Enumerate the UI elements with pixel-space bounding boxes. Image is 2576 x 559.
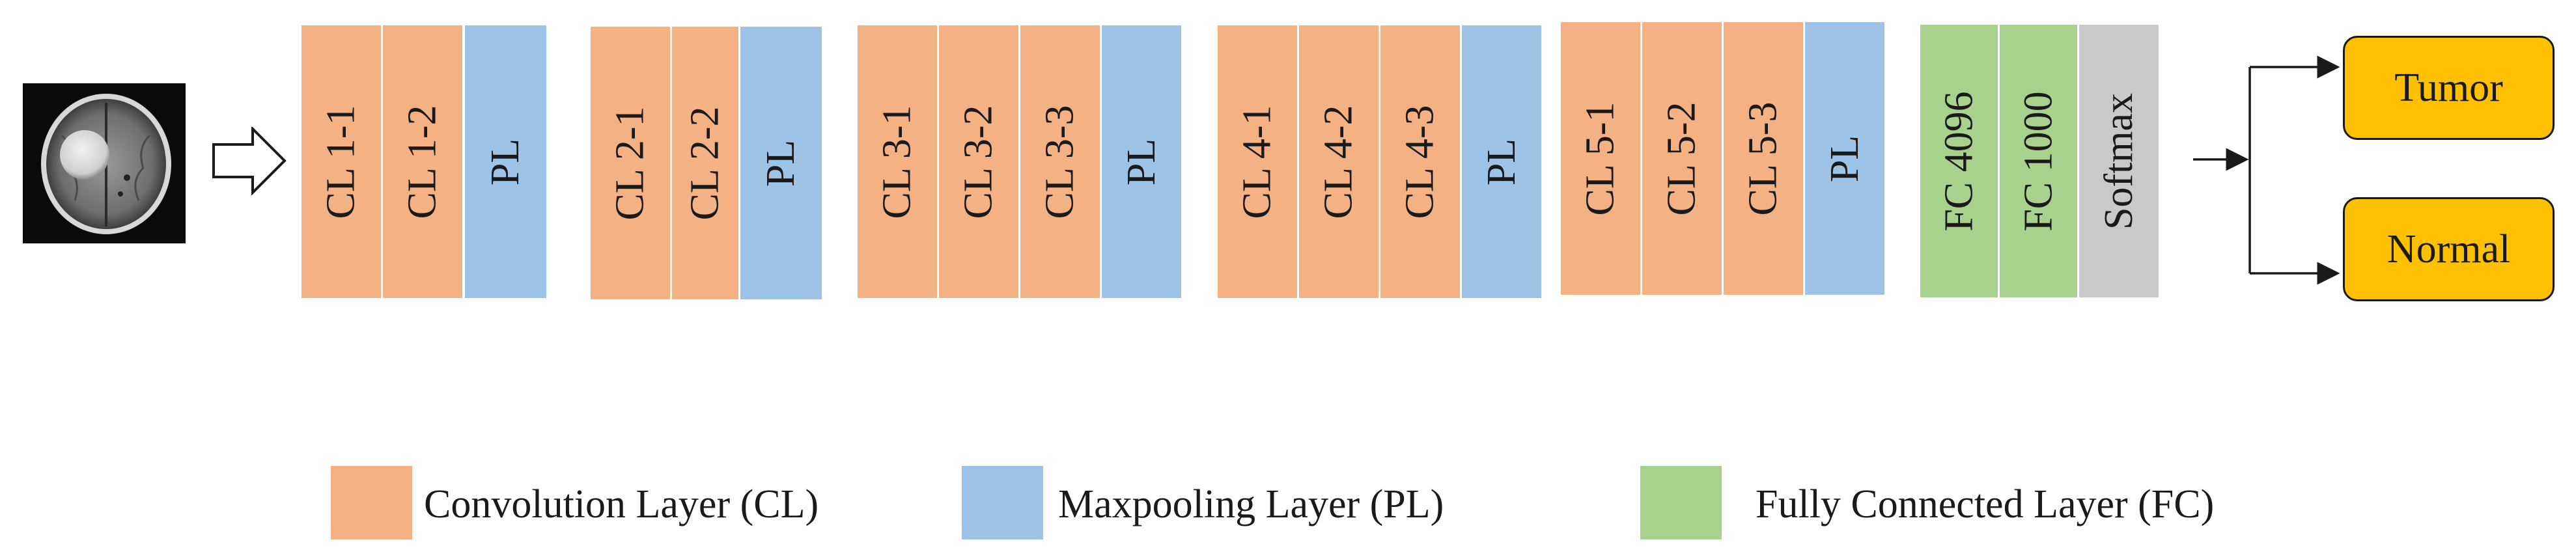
output-tumor: Tumor bbox=[2343, 36, 2555, 140]
pool-layer-5: PL bbox=[1805, 22, 1884, 295]
pool-layer-4: PL bbox=[1462, 25, 1541, 298]
layer-label: PL bbox=[483, 138, 528, 185]
pool-layer-3: PL bbox=[1102, 25, 1181, 298]
conv-layer-1-2: CL 1-2 bbox=[383, 25, 462, 298]
layer-label: CL 4-2 bbox=[1317, 104, 1362, 219]
layer-label: CL 2-1 bbox=[608, 105, 653, 221]
legend-fc-swatch bbox=[1640, 466, 1722, 539]
softmax-layer: Softmax bbox=[2079, 25, 2159, 297]
layer-label: CL 3-1 bbox=[875, 104, 920, 219]
layer-label: PL bbox=[1822, 135, 1867, 182]
layer-label: CL 3-2 bbox=[957, 104, 1001, 219]
conv-layer-1-1: CL 1-1 bbox=[301, 25, 381, 298]
legend-pool-label: Maxpooling Layer (PL) bbox=[1058, 482, 1444, 526]
conv-layer-4-2: CL 4-2 bbox=[1299, 25, 1379, 298]
conv-layer-2-1: CL 2-1 bbox=[591, 27, 670, 299]
fc-layer-4096: FC 4096 bbox=[1920, 25, 1998, 297]
conv-layer-2-2: CL 2-2 bbox=[672, 27, 738, 299]
input-arrow-icon bbox=[212, 127, 287, 195]
layer-label: FC 4096 bbox=[1937, 90, 1981, 232]
layer-label: PL bbox=[759, 139, 804, 187]
conv-layer-5-1: CL 5-1 bbox=[1561, 22, 1640, 295]
layer-label: CL 1-2 bbox=[400, 104, 445, 219]
conv-layer-3-2: CL 3-2 bbox=[939, 25, 1018, 298]
fc-layer-1000: FC 1000 bbox=[2000, 25, 2077, 297]
conv-layer-5-3: CL 5-3 bbox=[1724, 22, 1803, 295]
legend-conv-swatch bbox=[331, 466, 412, 539]
legend-conv-label: Convolution Layer (CL) bbox=[424, 482, 819, 526]
conv-layer-4-1: CL 4-1 bbox=[1218, 25, 1297, 298]
layer-label: FC 1000 bbox=[2016, 90, 2061, 232]
layer-label: CL 5-2 bbox=[1660, 101, 1705, 216]
output-normal: Normal bbox=[2343, 197, 2555, 301]
layer-label: CL 4-1 bbox=[1235, 104, 1280, 219]
pool-layer-2: PL bbox=[740, 27, 822, 299]
conv-layer-5-2: CL 5-2 bbox=[1642, 22, 1722, 295]
input-mri-image bbox=[23, 83, 186, 243]
layer-label: PL bbox=[1479, 138, 1524, 185]
layer-label: CL 2-2 bbox=[683, 105, 728, 221]
conv-layer-4-3: CL 4-3 bbox=[1380, 25, 1460, 298]
legend-pool-swatch bbox=[962, 466, 1043, 539]
layer-label: CL 3-3 bbox=[1038, 104, 1083, 219]
conv-layer-3-3: CL 3-3 bbox=[1020, 25, 1100, 298]
layer-label: Softmax bbox=[2097, 92, 2142, 230]
layer-label: PL bbox=[1119, 138, 1164, 185]
layer-label: CL 5-1 bbox=[1578, 101, 1623, 216]
layer-label: CL 1-1 bbox=[319, 104, 364, 219]
layer-label: CL 5-3 bbox=[1741, 101, 1786, 216]
conv-layer-3-1: CL 3-1 bbox=[858, 25, 937, 298]
layer-label: CL 4-3 bbox=[1398, 104, 1443, 219]
legend-fc-label: Fully Connected Layer (FC) bbox=[1756, 482, 2215, 526]
pool-layer-1: PL bbox=[465, 25, 546, 298]
